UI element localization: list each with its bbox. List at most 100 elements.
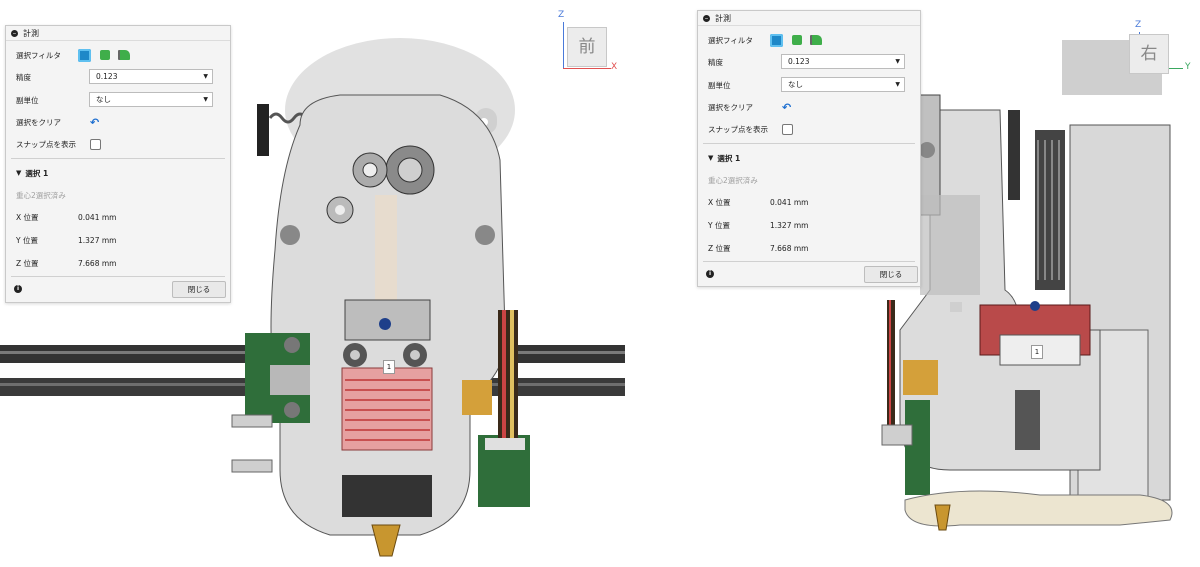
x-position-row: X 位置 0.041 mm — [708, 193, 910, 211]
selection-header: 選択 1 — [25, 168, 49, 178]
z-position-value: 7.668 mm — [78, 258, 117, 268]
z-position-row: Z 位置 7.668 mm — [708, 239, 910, 257]
z-axis-label: Z — [558, 10, 565, 20]
precision-row: 精度 0.123 ▼ — [708, 53, 910, 71]
body-filter-icon[interactable] — [78, 48, 91, 62]
y-position-label: Y 位置 — [16, 235, 38, 245]
y-position-row: Y 位置 1.327 mm — [16, 231, 220, 249]
clear-selection-row: 選択をクリア ↶ — [708, 98, 910, 116]
selection-filter-row: 選択フィルタ — [708, 31, 910, 49]
selection-subtitle-text: 重心2選択済み — [16, 190, 66, 200]
z-axis-line — [563, 22, 564, 69]
show-snap-row: スナップ点を表示 — [708, 120, 910, 138]
face-filter-icon[interactable] — [792, 35, 802, 45]
precision-select[interactable]: 0.123 ▼ — [89, 69, 213, 84]
panel-header[interactable]: – 計測 — [6, 26, 230, 41]
viewcube-face-front[interactable]: 前 — [567, 27, 607, 67]
info-icon[interactable]: i — [706, 270, 714, 278]
panel-header[interactable]: – 計測 — [698, 11, 920, 26]
secondary-unit-row: 副単位 なし ▼ — [708, 76, 910, 94]
edge-filter-icon[interactable] — [810, 35, 822, 45]
secondary-unit-label: 副単位 — [16, 95, 39, 105]
x-axis-label: X — [611, 62, 618, 72]
divider — [703, 143, 915, 144]
undo-icon[interactable]: ↶ — [90, 115, 100, 129]
x-position-value: 0.041 mm — [770, 197, 809, 207]
secondary-unit-select[interactable]: なし ▼ — [89, 92, 213, 107]
z-position-label: Z 位置 — [708, 243, 731, 253]
secondary-unit-value: なし — [788, 80, 803, 89]
panel-title: 計測 — [23, 28, 39, 38]
measure-panel: – 計測 選択フィルタ 精度 0.123 ▼ 副単位 なし ▼ 選択をクリア ↶ — [5, 25, 231, 303]
viewcube[interactable]: Z Y 右 — [1125, 10, 1195, 75]
dropdown-arrow-icon[interactable]: ▼ — [203, 73, 208, 80]
viewcube[interactable]: Z X 前 — [555, 10, 620, 75]
show-snap-row: スナップ点を表示 — [16, 135, 220, 153]
dropdown-arrow-icon[interactable]: ▼ — [203, 96, 208, 103]
precision-value: 0.123 — [788, 57, 810, 66]
divider — [11, 276, 225, 277]
z-position-value: 7.668 mm — [770, 243, 809, 253]
divider — [703, 261, 915, 262]
selection-filter-label: 選択フィルタ — [16, 50, 61, 60]
close-button[interactable]: 閉じる — [864, 266, 918, 283]
viewcube-face-right[interactable]: 右 — [1129, 34, 1169, 74]
x-position-label: X 位置 — [708, 197, 731, 207]
selection-filter-row: 選択フィルタ — [16, 46, 220, 64]
extruder-model-front[interactable] — [0, 0, 625, 567]
info-icon[interactable]: i — [14, 285, 22, 293]
precision-row: 精度 0.123 ▼ — [16, 68, 220, 86]
selection-subtitle: 重心2選択済み — [16, 186, 220, 204]
x-position-row: X 位置 0.041 mm — [16, 208, 220, 226]
selection-subtitle: 重心2選択済み — [708, 171, 910, 189]
edge-filter-icon[interactable] — [118, 50, 130, 60]
secondary-unit-select[interactable]: なし ▼ — [781, 77, 905, 92]
y-axis-label: Y — [1185, 62, 1191, 72]
selection-header-row[interactable]: ▼ 選択 1 — [708, 149, 910, 167]
y-position-value: 1.327 mm — [770, 220, 809, 230]
secondary-unit-row: 副単位 なし ▼ — [16, 91, 220, 109]
precision-select[interactable]: 0.123 ▼ — [781, 54, 905, 69]
dropdown-arrow-icon[interactable]: ▼ — [895, 81, 900, 88]
x-position-label: X 位置 — [16, 212, 39, 222]
clear-selection-label: 選択をクリア — [16, 117, 61, 127]
extruder-model-right[interactable] — [660, 0, 1200, 567]
panel-title: 計測 — [715, 13, 731, 23]
y-position-row: Y 位置 1.327 mm — [708, 216, 910, 234]
y-position-value: 1.327 mm — [78, 235, 117, 245]
face-filter-icon[interactable] — [100, 50, 110, 60]
viewport-right[interactable]: 1 Z Y 右 – 計測 選択フィルタ 精度 0.123 ▼ 副単位 — [660, 0, 1200, 567]
measure-marker[interactable]: 1 — [1031, 345, 1043, 359]
selection-header-row[interactable]: ▼ 選択 1 — [16, 164, 220, 182]
collapse-icon[interactable]: – — [11, 28, 18, 37]
selection-filter-label: 選択フィルタ — [708, 35, 753, 45]
secondary-unit-value: なし — [96, 95, 111, 104]
expand-triangle-icon[interactable]: ▼ — [708, 154, 714, 162]
secondary-unit-label: 副単位 — [708, 80, 731, 90]
x-axis-line — [563, 68, 611, 69]
collapse-icon[interactable]: – — [703, 13, 710, 22]
z-position-row: Z 位置 7.668 mm — [16, 254, 220, 272]
show-snap-label: スナップ点を表示 — [16, 139, 76, 149]
close-button[interactable]: 閉じる — [172, 281, 226, 298]
show-snap-checkbox[interactable] — [90, 138, 101, 150]
z-position-label: Z 位置 — [16, 258, 39, 268]
clear-selection-label: 選択をクリア — [708, 102, 753, 112]
dropdown-arrow-icon[interactable]: ▼ — [895, 58, 900, 65]
precision-label: 精度 — [16, 72, 31, 82]
divider — [11, 158, 225, 159]
precision-label: 精度 — [708, 57, 723, 67]
viewport-front[interactable]: 1 Z X 前 – 計測 選択フィルタ 精度 0.123 ▼ 副単位 — [0, 0, 625, 567]
show-snap-checkbox[interactable] — [782, 123, 793, 135]
show-snap-label: スナップ点を表示 — [708, 124, 768, 134]
measure-marker[interactable]: 1 — [383, 360, 395, 374]
measure-panel: – 計測 選択フィルタ 精度 0.123 ▼ 副単位 なし ▼ 選択をクリア ↶ — [697, 10, 921, 287]
precision-value: 0.123 — [96, 72, 118, 81]
body-filter-icon[interactable] — [770, 33, 783, 47]
expand-triangle-icon[interactable]: ▼ — [16, 169, 22, 177]
y-position-label: Y 位置 — [708, 220, 730, 230]
x-position-value: 0.041 mm — [78, 212, 117, 222]
z-axis-label: Z — [1135, 20, 1142, 30]
undo-icon[interactable]: ↶ — [782, 100, 792, 114]
selection-header: 選択 1 — [717, 153, 741, 163]
